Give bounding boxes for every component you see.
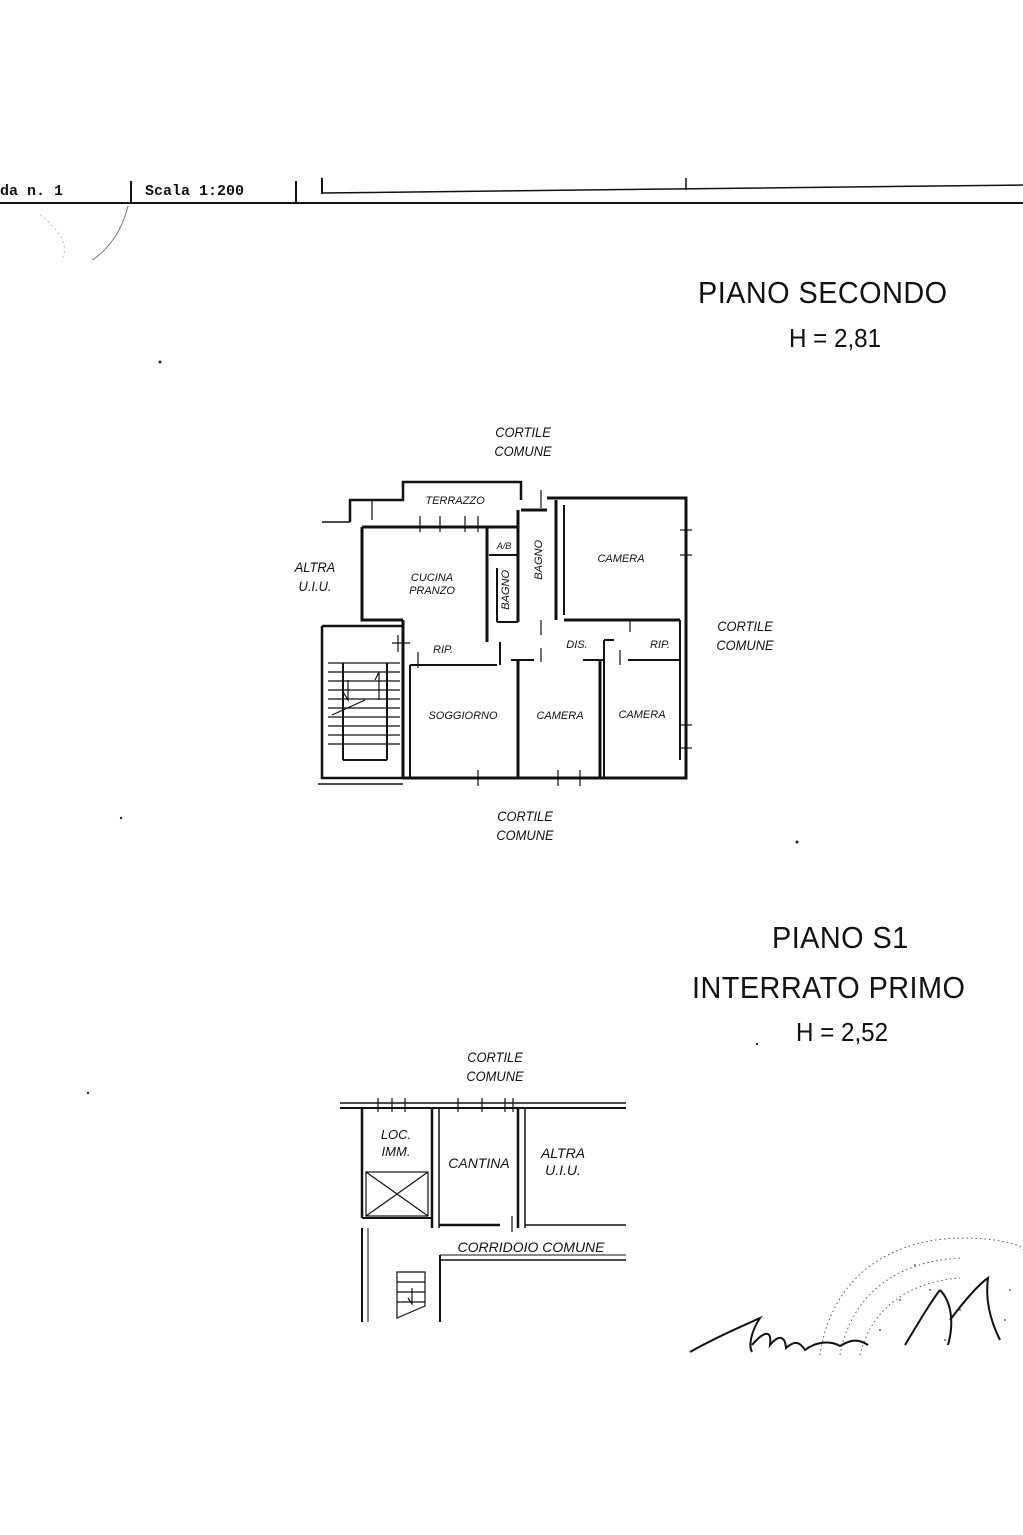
cortile-bottom-label: CORTILE COMUNE (485, 807, 564, 845)
basement-cortile-line-2: COMUNE (466, 1068, 524, 1084)
corridoio-comune-label: CORRIDOIO COMUNE (457, 1239, 605, 1255)
cortile-top-line-2: COMUNE (494, 443, 552, 459)
room-loc-imm: LOC. IMM. (366, 1126, 426, 1160)
cortile-bottom-line-1: CORTILE (497, 808, 553, 824)
room-cantina: CANTINA (448, 1155, 510, 1171)
basement-cortile-line-1: CORTILE (467, 1049, 523, 1065)
floor-basement-title-1: PIANO S1 (772, 920, 909, 955)
floor-basement-height: H = 2,52 (796, 1017, 889, 1047)
cortile-top-line-1: CORTILE (495, 424, 551, 440)
header-lines (0, 178, 1023, 260)
floor-basement-title-2: INTERRATO PRIMO (692, 970, 966, 1005)
altra-line-1: ALTRA (294, 559, 336, 575)
altra-line-2: U.I.U. (298, 578, 332, 594)
scale-label: Scala 1:200 (145, 183, 245, 200)
room-camera-top: CAMERA (597, 553, 645, 565)
room-soggiorno: SOGGIORNO (428, 710, 498, 722)
room-cucina-line-2: PRANZO (409, 585, 455, 597)
stamp-seal (819, 1237, 1023, 1356)
room-rip-left: RIP. (433, 644, 453, 656)
room-cucina-pranzo: CUCINA PRANZO (392, 572, 472, 598)
room-ab: A/B (496, 541, 512, 551)
sheet-label: da n. 1 (0, 183, 64, 200)
basement-altra-line-1: ALTRA (540, 1145, 586, 1161)
cortile-bottom-line-2: COMUNE (496, 827, 554, 843)
room-terrazzo: TERRAZZO (425, 495, 485, 507)
cortile-top-label: CORTILE COMUNE (483, 423, 562, 461)
basement-cortile-label: CORTILE COMUNE (455, 1048, 534, 1086)
room-loc-line-2: IMM. (381, 1144, 411, 1159)
cortile-right-label: CORTILE COMUNE (704, 617, 787, 655)
room-camera-mid: CAMERA (536, 710, 584, 722)
basement-altra-line-2: U.I.U. (545, 1162, 581, 1178)
room-camera-right: CAMERA (618, 709, 666, 721)
signature (689, 1275, 1001, 1353)
floor-second-height: H = 2,81 (789, 323, 882, 353)
room-loc-line-1: LOC. (380, 1127, 412, 1142)
room-dis: DIS. (566, 639, 588, 651)
basement-altra-uiu-label: ALTRA U.I.U. (530, 1145, 596, 1179)
room-cucina-line-1: CUCINA (410, 572, 454, 584)
floor-second-title: PIANO SECONDO (698, 275, 948, 310)
cortile-right-line-2: COMUNE (716, 637, 774, 653)
cortile-right-line-1: CORTILE (717, 618, 773, 634)
altra-uiu-label: ALTRA U.I.U. (283, 558, 347, 596)
room-rip-right: RIP. (650, 639, 670, 651)
